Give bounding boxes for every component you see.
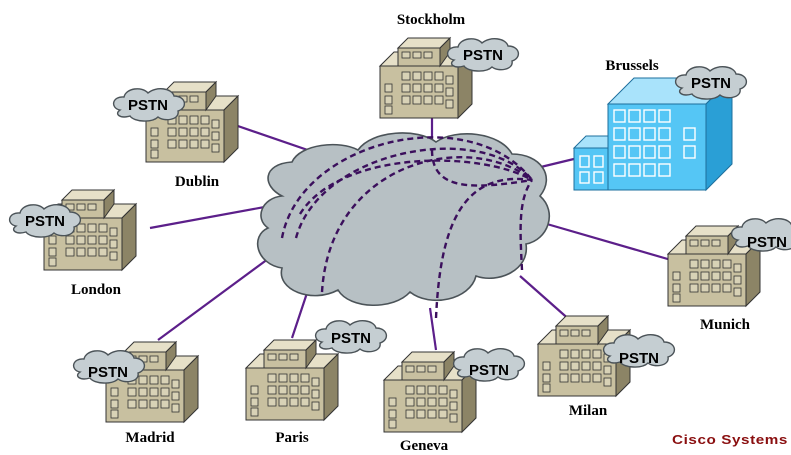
- site-label-brussels: Brussels: [605, 58, 659, 74]
- link-london: [149, 204, 271, 230]
- site-label-stockholm: Stockholm: [397, 12, 466, 28]
- site-label-munich: Munich: [700, 317, 751, 333]
- site-london[interactable]: PSTN London: [8, 189, 137, 298]
- voice-path-dublin: [280, 136, 533, 239]
- site-milan[interactable]: PSTN Milan: [537, 315, 676, 419]
- voice-path-stockholm: [430, 149, 533, 187]
- pstn-label-munich: PSTN: [747, 234, 787, 251]
- site-paris[interactable]: PSTN Paris: [245, 320, 388, 446]
- voice-paths: [280, 136, 533, 319]
- link-milan: [519, 275, 573, 323]
- site-madrid[interactable]: PSTN Madrid: [72, 341, 199, 446]
- pstn-label-london: PSTN: [25, 213, 65, 230]
- site-label-milan: Milan: [569, 403, 608, 419]
- site-stockholm[interactable]: PSTN Stockholm: [379, 12, 520, 119]
- pstn-label-dublin: PSTN: [128, 97, 168, 114]
- site-label-paris: Paris: [275, 430, 308, 446]
- link-madrid: [157, 255, 273, 341]
- link-munich: [539, 220, 679, 264]
- wan-cloud: [257, 132, 551, 307]
- pstn-label-madrid: PSTN: [88, 364, 128, 381]
- site-dublin[interactable]: PSTN Dublin: [112, 81, 239, 190]
- pstn-label-geneva: PSTN: [469, 362, 509, 379]
- site-geneva[interactable]: PSTN Geneva: [383, 348, 526, 454]
- voice-path-milan: [519, 179, 533, 271]
- voice-path-geneva: [434, 177, 533, 319]
- site-munich[interactable]: PSTN Munich: [667, 218, 791, 333]
- voice-path-london: [298, 159, 533, 215]
- voice-path-madrid: [294, 147, 533, 239]
- site-label-dublin: Dublin: [175, 174, 220, 190]
- pstn-label-brussels: PSTN: [691, 75, 731, 92]
- cisco-logo-text: Cisco Systems: [672, 432, 788, 447]
- link-paris: [290, 289, 310, 339]
- site-label-madrid: Madrid: [125, 430, 175, 446]
- link-geneva: [428, 307, 438, 351]
- cisco-logo: Cisco Systems: [672, 432, 788, 447]
- site-label-london: London: [71, 282, 122, 298]
- site-brussels[interactable]: PSTN Brussels: [572, 58, 748, 192]
- pstn-label-paris: PSTN: [331, 330, 371, 347]
- pstn-label-stockholm: PSTN: [463, 47, 503, 64]
- site-label-geneva: Geneva: [400, 438, 449, 454]
- pstn-label-milan: PSTN: [619, 350, 659, 367]
